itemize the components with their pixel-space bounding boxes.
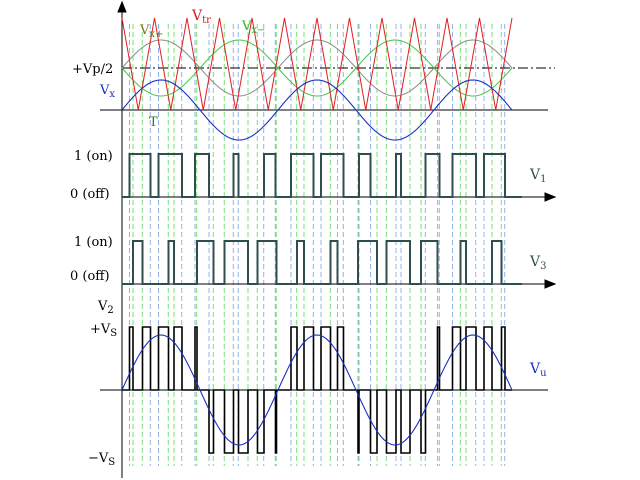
mod-wave-vx-minus [121, 39, 513, 97]
label-v-x-minus: Vx− [241, 19, 265, 36]
x-axis-v3-arrow [544, 279, 557, 289]
output-voltage-v2 [122, 326, 512, 454]
label-v-tr: Vtr [191, 8, 211, 26]
label-off-v1: 0 (off) [70, 187, 110, 202]
pulse-train-v3 [122, 240, 522, 285]
label-on-v3: 1 (on) [74, 235, 113, 250]
label-vp-half: +Vp/2 [72, 62, 113, 77]
label-on-v1: 1 (on) [74, 149, 113, 164]
label-v2: V2 [97, 299, 114, 316]
label-t: T [149, 115, 158, 130]
x-axis-v1-arrow [544, 192, 557, 202]
carrier-wave-vtr [121, 17, 513, 111]
label-minus-vs: −VS [88, 451, 115, 468]
fundamental-vu [121, 334, 513, 446]
pulse-train-v1 [122, 153, 522, 198]
label-plus-vs: +VS [90, 322, 117, 339]
label-v-x: Vx [99, 83, 115, 100]
label-v3: V3 [529, 254, 547, 272]
label-v1: V1 [529, 167, 547, 185]
switching-guide-lines [129, 24, 506, 466]
label-off-v3: 0 (off) [70, 269, 110, 284]
label-v-x-plus: Vx+ [139, 23, 163, 40]
label-v-u: Vu [529, 361, 547, 379]
mod-wave-vx [121, 79, 513, 141]
mod-wave-vx-plus [121, 39, 513, 97]
y-axis-arrow [117, 0, 127, 13]
